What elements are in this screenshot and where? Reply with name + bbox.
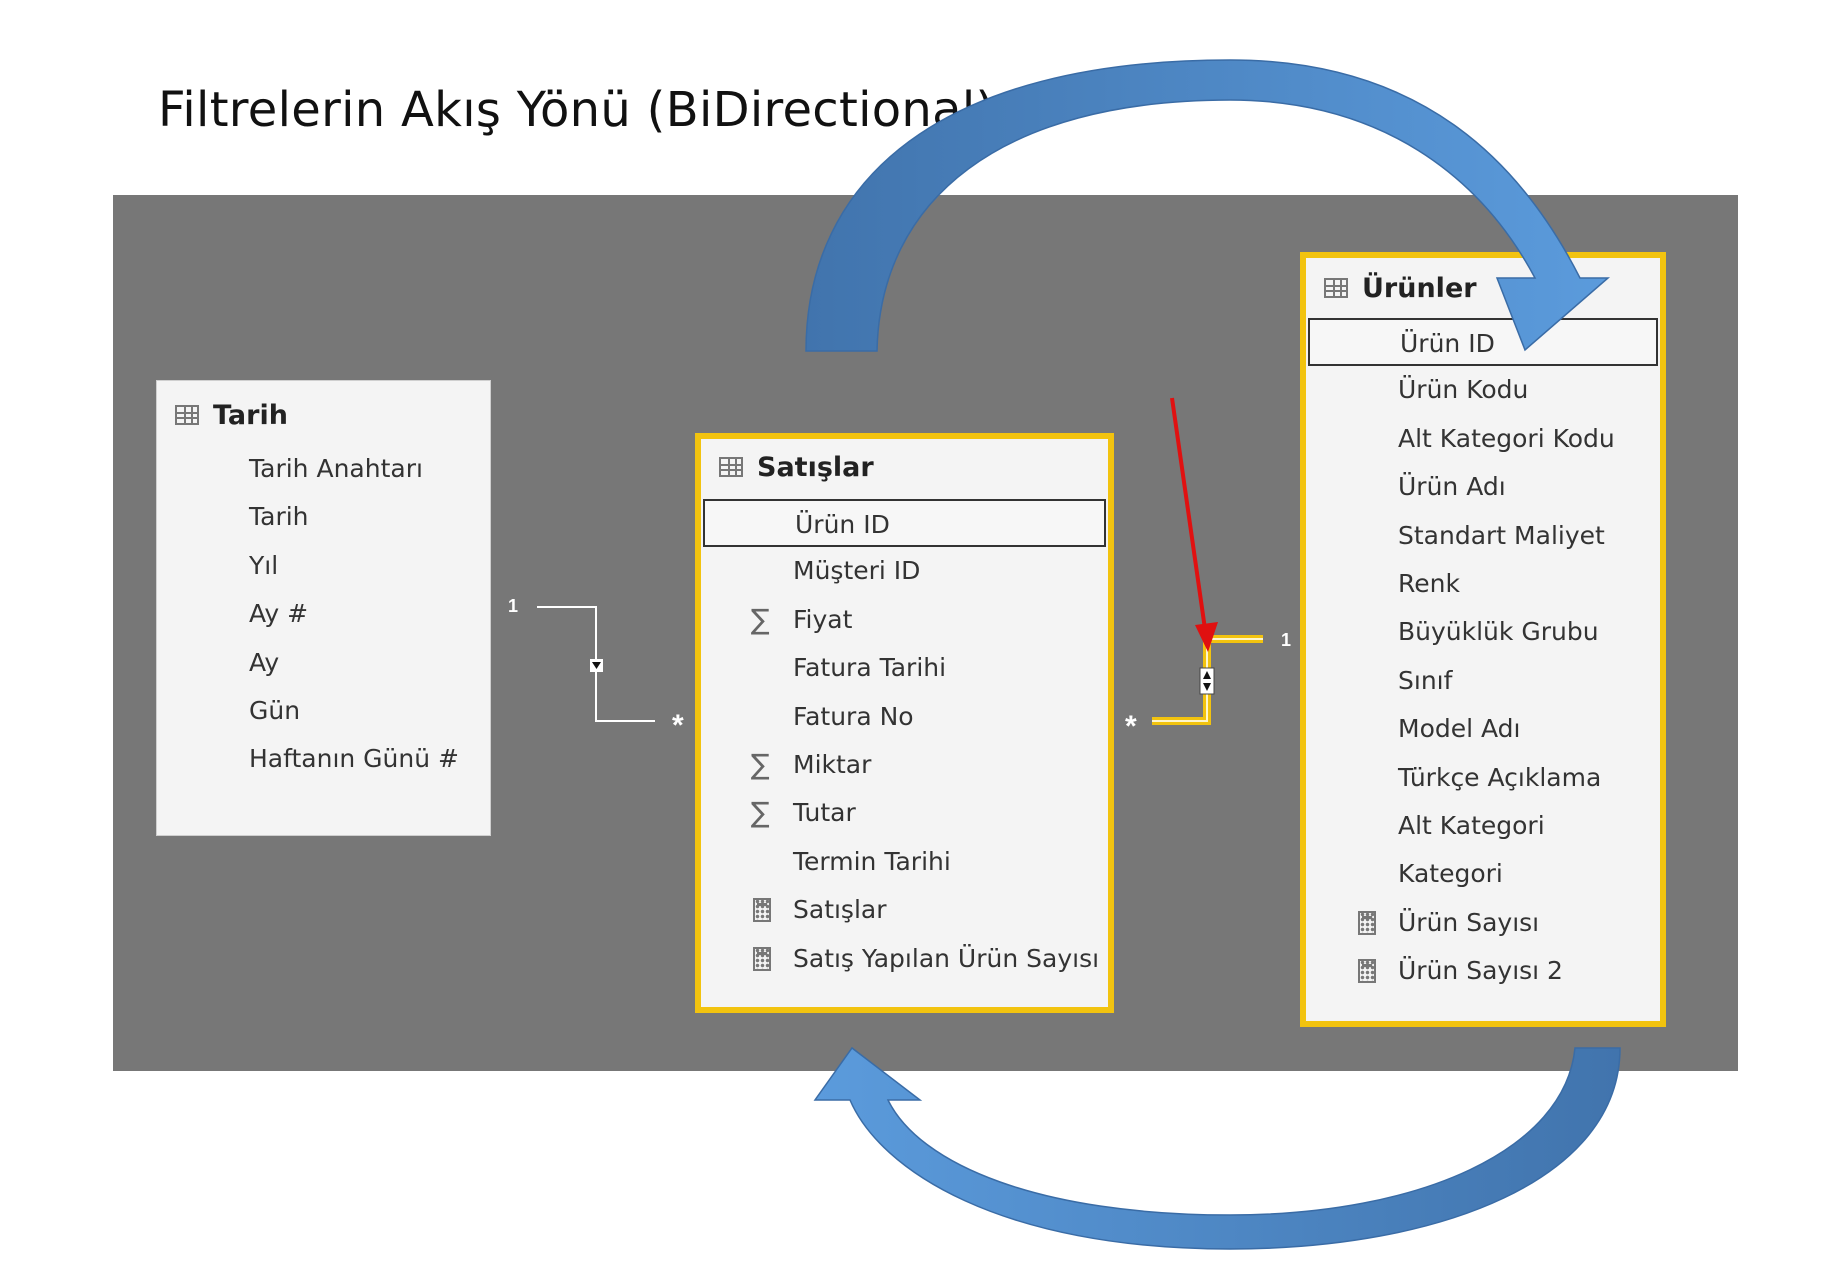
field-row[interactable]: ∑ Tutar [703,789,1106,837]
field-row[interactable]: Alt Kategori [1308,802,1658,850]
one-cardinality-label: 1 [508,596,519,616]
red-arrow-head-icon [1195,622,1218,652]
table-title: Ürünler [1362,272,1477,304]
sigma-icon: ∑ [750,796,770,830]
field-label: Ürün Sayısı 2 [1398,956,1563,986]
field-row[interactable]: Termin Tarihi [703,838,1106,886]
up-arrow-icon [1203,671,1211,679]
calculator-icon [753,946,771,971]
field-label: Ay # [249,599,309,629]
field-label: Model Adı [1398,714,1521,744]
field-row[interactable]: Gün [157,687,490,735]
both-direction-marker [1199,667,1215,695]
field-row[interactable]: ∑ Fiyat [703,596,1106,644]
table-header[interactable]: Tarih [157,391,490,439]
field-label: Satışlar [793,895,887,925]
field-label: Türkçe Açıklama [1398,762,1602,792]
field-row[interactable]: Tarih [157,493,490,541]
field-row[interactable]: Standart Maliyet [1308,512,1658,560]
field-label: Ürün Adı [1398,472,1506,502]
field-label: Sınıf [1398,665,1453,695]
field-row[interactable]: Model Adı [1308,705,1658,753]
field-row[interactable]: Müşteri ID [703,547,1106,595]
calculator-icon [753,898,771,923]
field-label: Alt Kategori Kodu [1398,423,1615,453]
field-label: Standart Maliyet [1398,520,1605,550]
field-row[interactable]: Ay [157,639,490,687]
sigma-icon: ∑ [750,602,770,636]
field-label: Yıl [249,550,279,580]
field-label: Fatura Tarihi [793,653,947,683]
table-header[interactable]: Satışlar [701,443,1108,491]
sigma-icon: ∑ [750,747,770,781]
field-row[interactable]: Renk [1308,560,1658,608]
field-label: Gün [249,695,301,725]
field-label: Fiyat [793,604,853,634]
field-label: Tarih Anahtarı [249,454,423,483]
field-row[interactable]: Ürün ID [703,499,1106,548]
field-label: Ürün ID [795,510,890,539]
field-row[interactable]: Yıl [157,542,490,590]
field-row[interactable]: Fatura Tarihi [703,644,1106,692]
field-row[interactable]: Ürün Kodu [1308,366,1658,414]
field-label: Ürün ID [1400,329,1495,358]
one-cardinality-label: 1 [1281,630,1292,650]
field-row[interactable]: Ürün Sayısı 2 [1308,947,1658,995]
calculator-icon [1358,910,1376,935]
calculator-icon [1358,959,1376,984]
many-cardinality-label: * [1125,710,1137,743]
field-label: Ürün Kodu [1398,375,1529,405]
field-label: Renk [1398,568,1460,598]
table-header[interactable]: Ürünler [1306,264,1660,312]
table-icon [719,457,743,477]
field-label: Ürün Sayısı [1398,907,1540,937]
table-title: Satışlar [757,451,874,483]
field-row[interactable]: Tarih Anahtarı [157,445,490,493]
field-row[interactable]: Sınıf [1308,657,1658,705]
top-flow-arrow [805,59,1611,352]
table-icon [1324,278,1348,298]
field-row[interactable]: Satış Yapılan Ürün Sayısı [703,935,1106,983]
field-row[interactable]: Büyüklük Grubu [1308,608,1658,656]
field-row[interactable]: Alt Kategori Kodu [1308,415,1658,463]
many-cardinality-label: * [672,709,684,742]
field-label: Haftanın Günü # [249,744,459,774]
table-title: Tarih [213,399,288,431]
red-pointer-arrow [1170,397,1208,637]
field-label: Miktar [793,749,872,779]
down-arrow-icon [592,662,601,669]
field-row[interactable]: Haftanın Günü # [157,735,490,783]
field-row[interactable]: Satışlar [703,886,1106,934]
field-label: Kategori [1398,859,1503,889]
field-label: Fatura No [793,701,914,731]
field-label: Ay [249,647,280,677]
field-row[interactable]: Ürün Adı [1308,463,1658,511]
field-row[interactable]: Ay # [157,590,490,638]
down-arrow-icon [1203,683,1211,691]
field-label: Termin Tarihi [793,846,951,876]
field-row[interactable]: Fatura No [703,693,1106,741]
field-row[interactable]: Ürün Sayısı [1308,899,1658,947]
field-label: Tarih [249,502,309,532]
bottom-flow-arrow [813,1046,1621,1250]
field-row[interactable]: ∑ Miktar [703,741,1106,789]
slide-title: Filtrelerin Akış Yönü (BiDirectional) [158,82,995,138]
field-label: Müşteri ID [793,556,921,586]
field-label: Alt Kategori [1398,810,1545,840]
field-row[interactable]: Kategori [1308,850,1658,898]
field-row[interactable]: Ürün ID [1308,318,1658,367]
field-row[interactable]: Türkçe Açıklama [1308,754,1658,802]
table-icon [175,405,199,425]
field-label: Satış Yapılan Ürün Sayısı [793,943,1100,973]
field-label: Tutar [793,798,856,828]
field-label: Büyüklük Grubu [1398,617,1599,647]
